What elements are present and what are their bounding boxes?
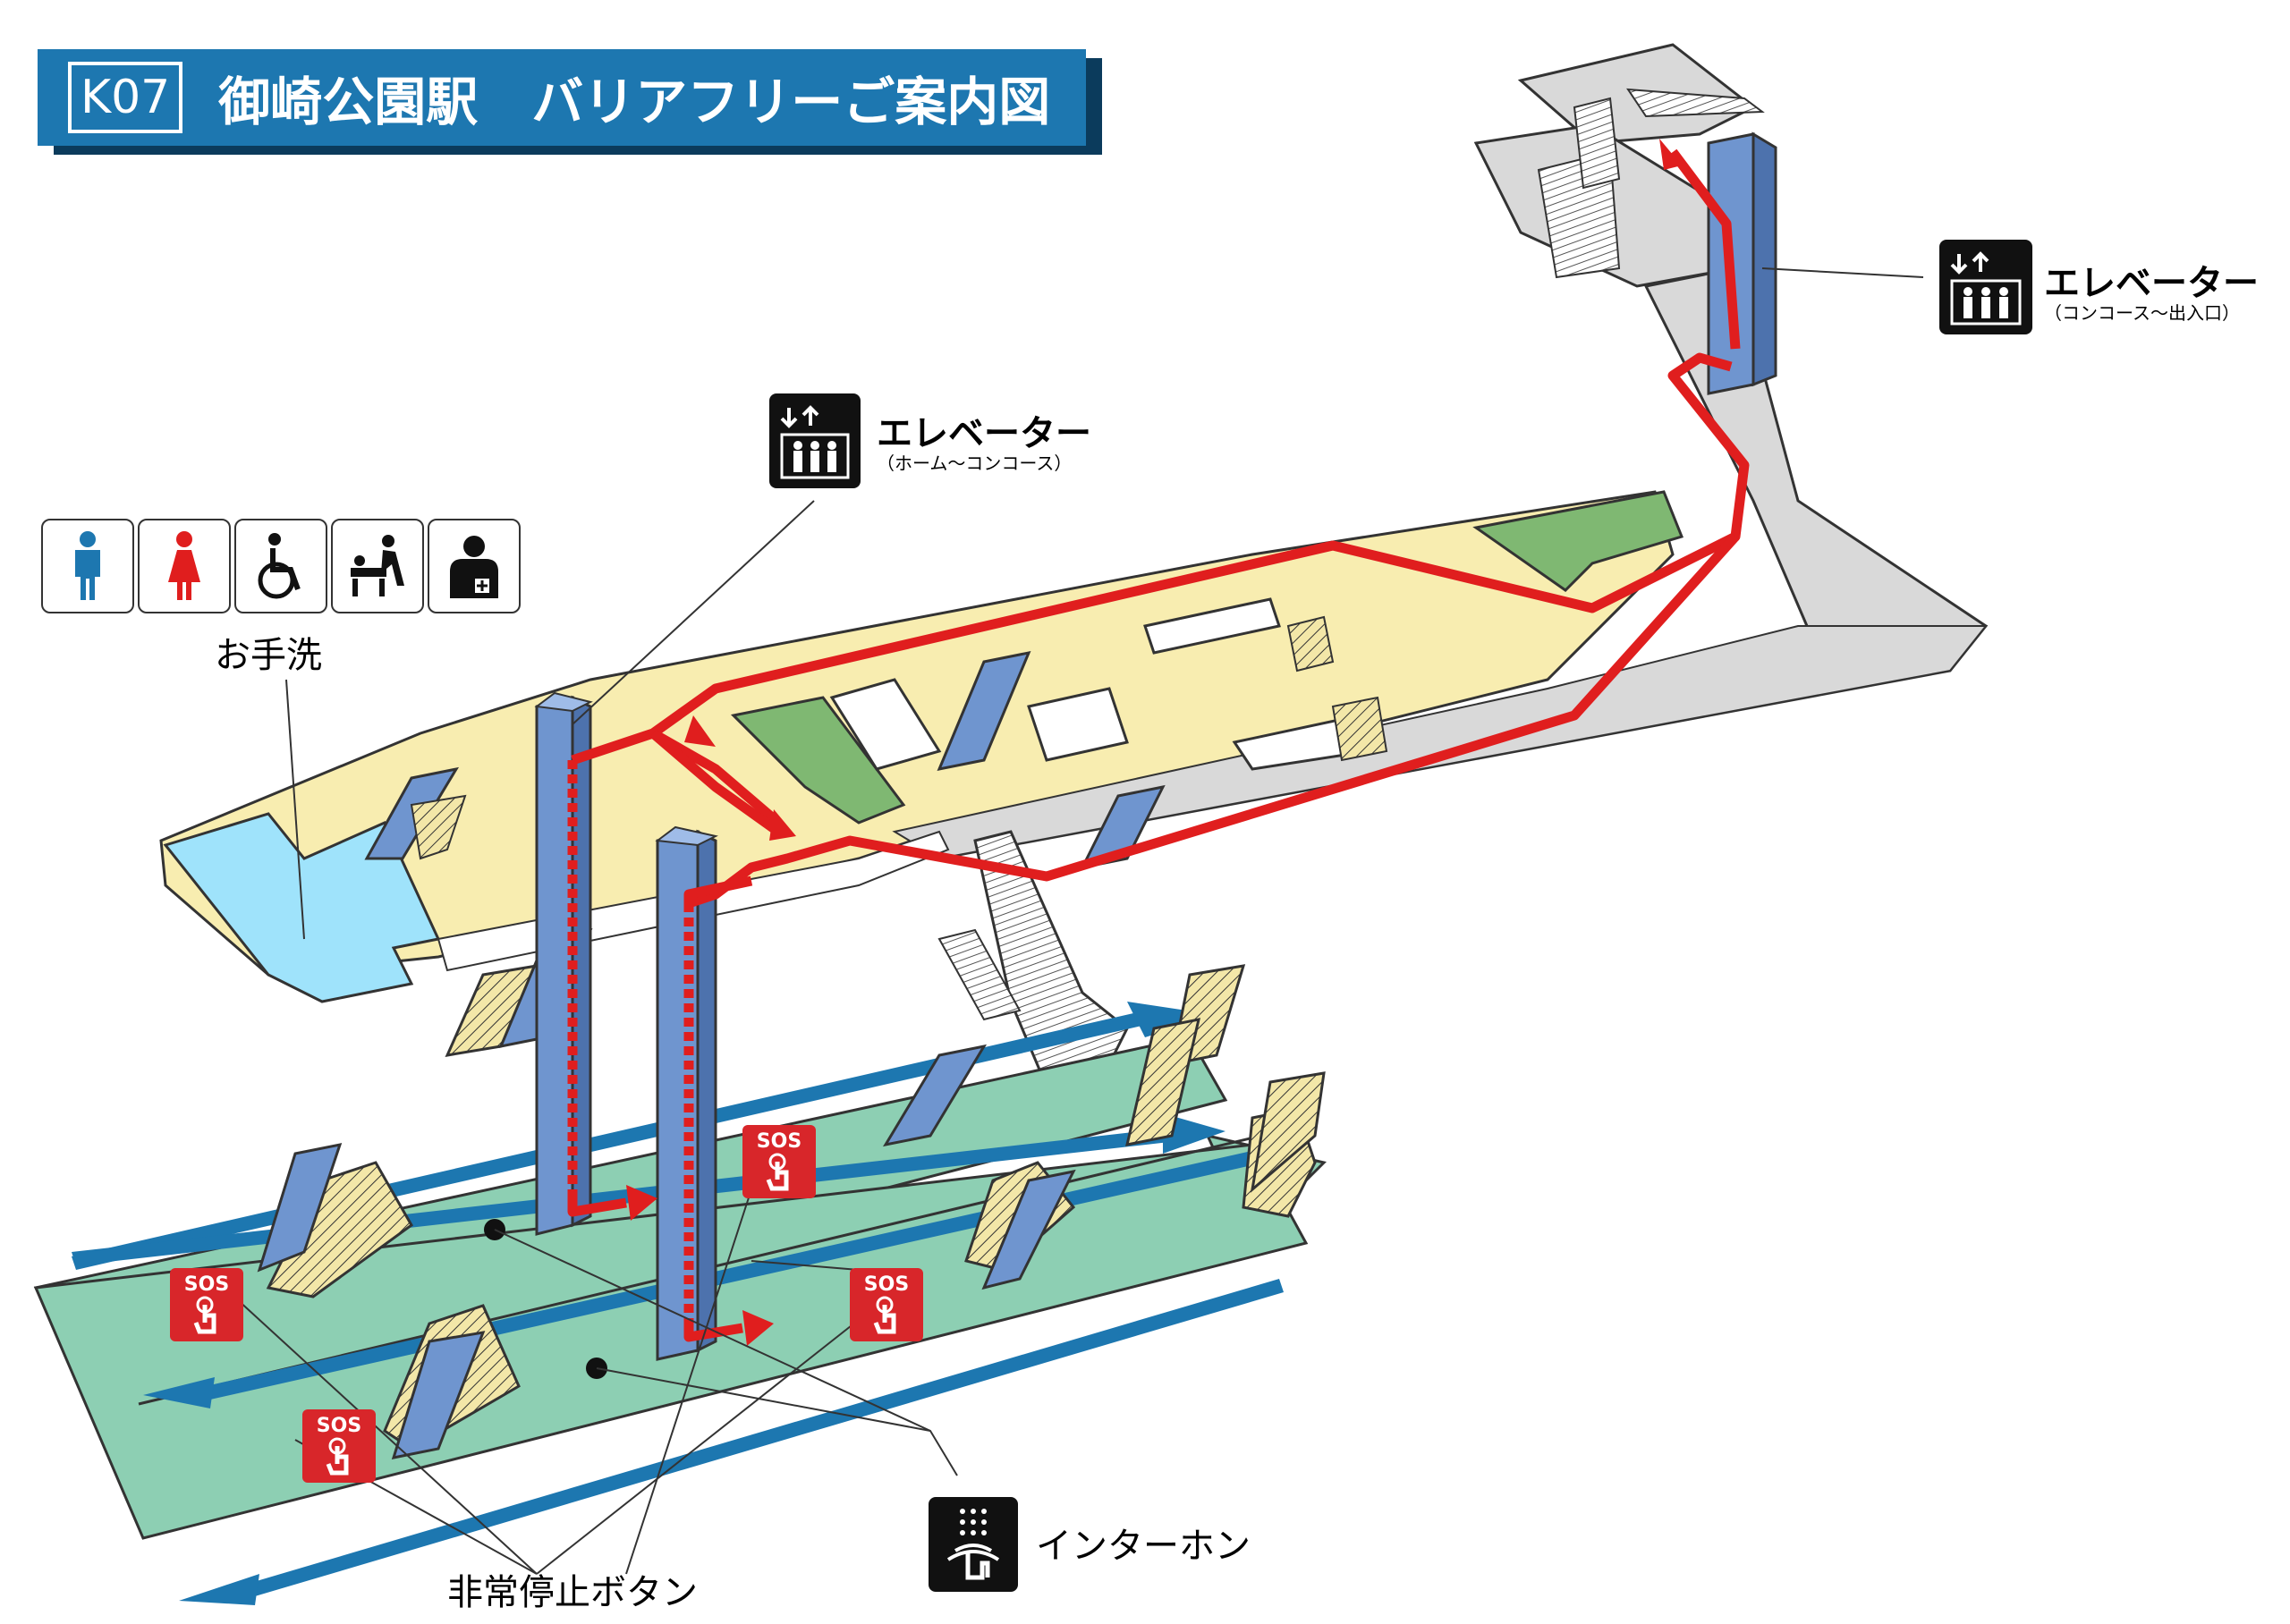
sos-button-icon: SOS (850, 1268, 923, 1341)
intercom-caption: インターホン (1036, 1526, 1251, 1567)
map-title: バリアフリーご案内図 (531, 72, 1051, 132)
barrier-free-route (567, 148, 1750, 1342)
sos-badge-text: SOS (316, 1415, 362, 1437)
ostomate-icon (428, 519, 521, 613)
sos-badge-text: SOS (183, 1273, 230, 1296)
sos-caption: 非常停止ボタン (447, 1572, 698, 1613)
station-code: K07 (68, 62, 183, 133)
wheelchair-icon (234, 519, 327, 613)
route-arrowheads (626, 139, 1682, 1346)
elevator-sublabel-platform: （ホーム～コンコース） (877, 453, 1073, 474)
sos-badge-text: SOS (756, 1130, 802, 1153)
men-icon (41, 519, 134, 613)
elevator-label-exit: エレベーター (2044, 263, 2259, 304)
elevator-icon (769, 393, 861, 488)
sos-button-icon: SOS (742, 1125, 816, 1198)
sos-button-icon: SOS (302, 1409, 376, 1483)
sos-badge-text: SOS (863, 1273, 910, 1296)
title-bar: K07 御崎公園駅 バリアフリーご案内図 (38, 49, 1086, 146)
restroom-label: お手洗 (215, 635, 322, 676)
elevator-label-platform: エレベーター (877, 413, 1091, 454)
station-name: 御崎公園駅 (218, 72, 479, 132)
sos-button-icon: SOS (170, 1268, 243, 1341)
restroom-icons (41, 519, 521, 613)
baby-changing-icon (331, 519, 424, 613)
women-icon (138, 519, 231, 613)
intercom-icon (929, 1497, 1018, 1592)
elevator-icon (1939, 240, 2032, 334)
elevator-sublabel-exit: （コンコース～出入口） (2044, 302, 2240, 324)
